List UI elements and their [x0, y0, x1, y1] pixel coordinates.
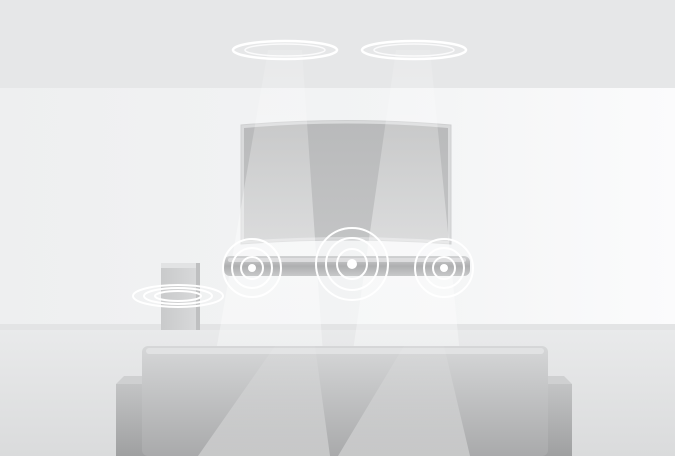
sofa-back [142, 346, 548, 456]
sofa [116, 346, 572, 456]
sound-wave-icon [415, 239, 473, 297]
wall-baseboard [0, 324, 675, 330]
soundbar-wave-left [223, 239, 281, 297]
ceiling [0, 0, 675, 88]
soundbar-wave-right [415, 239, 473, 297]
soundbar-wave-center [316, 228, 388, 300]
subwoofer [161, 263, 200, 330]
sound-wave-icon [223, 239, 281, 297]
sound-wave-icon [316, 228, 388, 300]
